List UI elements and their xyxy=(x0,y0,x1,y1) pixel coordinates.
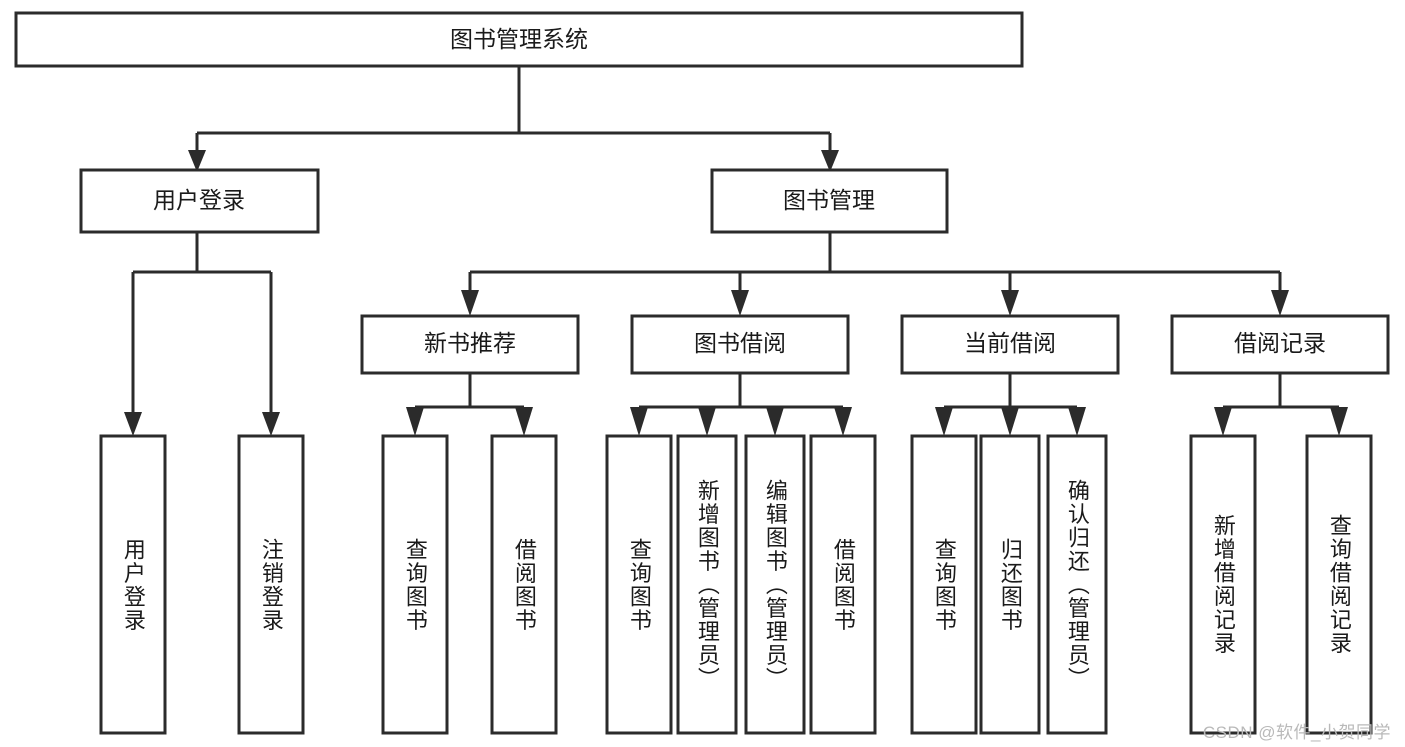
node-leaf-query-record-box[interactable] xyxy=(1305,434,1373,735)
arrowhead-leaf-add-record xyxy=(1214,407,1232,436)
node-leaf-return-book-box[interactable] xyxy=(979,434,1041,735)
node-user-login-label: 用户登录 xyxy=(153,187,245,213)
arrowhead-leaf-query-book-2 xyxy=(630,407,648,436)
node-leaf-query-book-2-box[interactable] xyxy=(605,434,673,735)
node-current-borrow-box[interactable] xyxy=(900,314,1120,375)
connector-group-borrow-record xyxy=(1214,373,1348,436)
node-leaf-edit-book-box[interactable] xyxy=(744,434,806,735)
arrowhead-leaf-query-record xyxy=(1330,407,1348,436)
node-leaf-add-record-box[interactable] xyxy=(1189,434,1257,735)
node-book-management-box[interactable] xyxy=(710,168,949,234)
node-leaf-query-book-1-box[interactable] xyxy=(381,434,449,735)
node-leaf-add-book-box[interactable] xyxy=(676,434,738,735)
node-book-management-label: 图书管理 xyxy=(783,187,875,213)
node-leaf-confirm-return-box[interactable] xyxy=(1046,434,1108,735)
node-borrow-record-box[interactable] xyxy=(1170,314,1390,375)
arrowhead-current-borrow xyxy=(1001,290,1019,316)
arrowhead-leaf-add-book xyxy=(698,407,716,436)
arrowhead-leaf-return-book xyxy=(1001,407,1019,436)
node-book-borrow-label: 图书借阅 xyxy=(694,330,786,356)
arrowhead-borrow-record xyxy=(1271,290,1289,316)
node-root-box[interactable] xyxy=(14,11,1024,68)
arrowhead-user-login xyxy=(188,150,206,172)
node-leaf-borrow-book-1-box[interactable] xyxy=(490,434,558,735)
arrowhead-book-management xyxy=(821,150,839,172)
node-root-label: 图书管理系统 xyxy=(450,26,588,52)
connector-group-user-login xyxy=(124,232,280,436)
connector-group-book-borrow xyxy=(630,373,852,436)
arrowhead-leaf-query-book-3 xyxy=(935,407,953,436)
node-borrow-record-label: 借阅记录 xyxy=(1234,330,1326,356)
node-leaf-query-book-3-box[interactable] xyxy=(910,434,978,735)
arrowhead-leaf-logout-login xyxy=(262,412,280,436)
arrowhead-book-borrow xyxy=(731,290,749,316)
arrowhead-new-book-recommend xyxy=(461,290,479,316)
connector-group-current-borrow xyxy=(935,373,1086,436)
node-current-borrow-label: 当前借阅 xyxy=(964,330,1056,356)
csdn-watermark: CSDN @软件_小贺同学 xyxy=(1202,723,1391,742)
node-leaf-user-login-box[interactable] xyxy=(99,434,167,735)
node-leaf-logout-login-box[interactable] xyxy=(237,434,305,735)
node-book-borrow-box[interactable] xyxy=(630,314,850,375)
connector-group-new-book-recommend xyxy=(406,373,533,436)
arrowhead-leaf-user-login xyxy=(124,412,142,436)
node-leaf-borrow-book-2-box[interactable] xyxy=(809,434,877,735)
arrowhead-leaf-edit-book xyxy=(766,407,784,436)
arrowhead-leaf-borrow-book-2 xyxy=(834,407,852,436)
arrowhead-leaf-borrow-book-1 xyxy=(515,407,533,436)
arrowhead-leaf-confirm-return xyxy=(1068,407,1086,436)
node-new-book-recommend-box[interactable] xyxy=(360,314,580,375)
node-new-book-recommend-label: 新书推荐 xyxy=(424,330,516,356)
arrowhead-leaf-query-book-1 xyxy=(406,407,424,436)
node-user-login-box[interactable] xyxy=(79,168,320,234)
connector-group-root xyxy=(188,66,839,172)
connector-group-book-management xyxy=(461,232,1289,316)
